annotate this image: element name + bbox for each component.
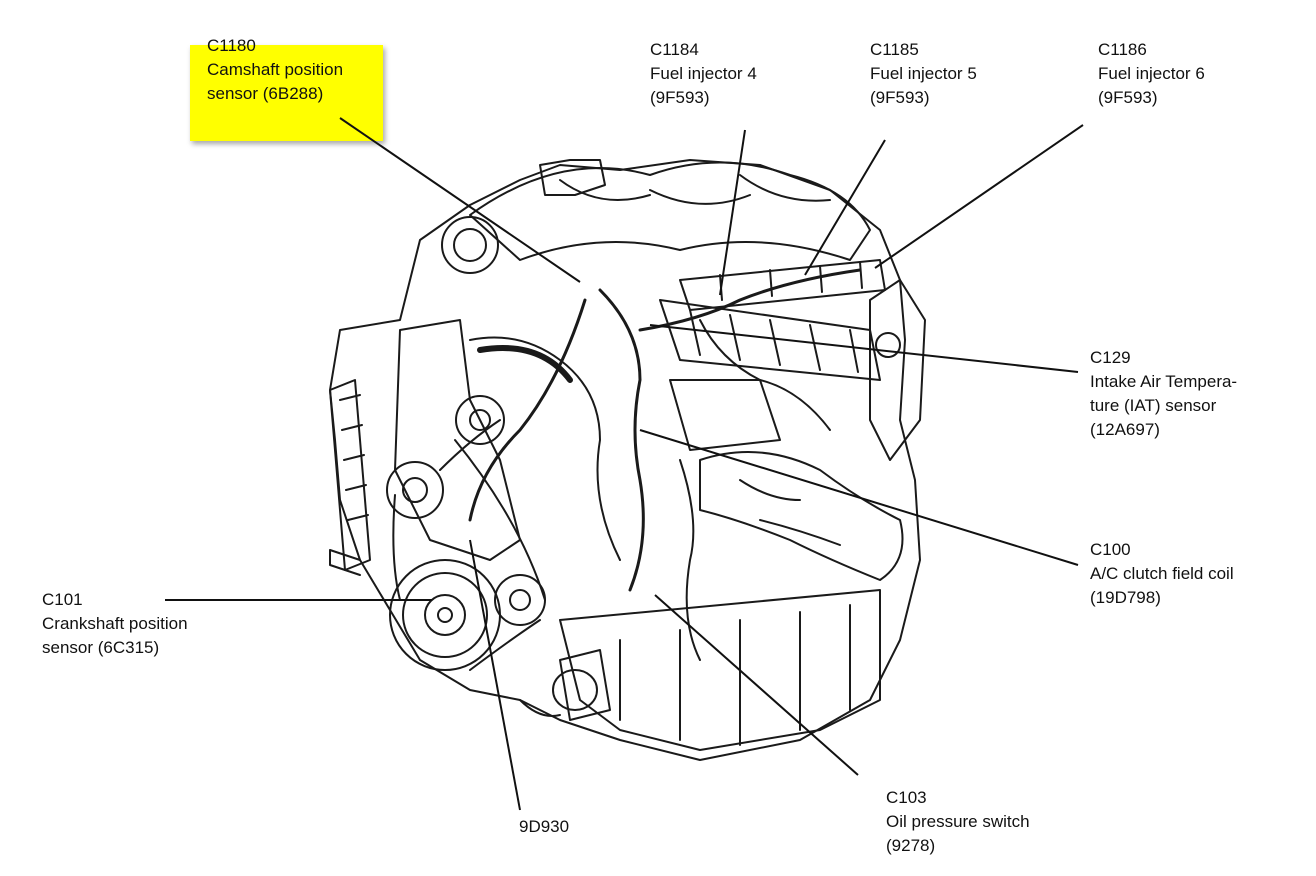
callout-code: C1186 (1098, 40, 1147, 59)
callout-code: C100 (1090, 540, 1131, 559)
callout-c103: C103 Oil pressure switch (9278) (886, 786, 1030, 858)
callout-text: Fuel injector 4 (650, 64, 757, 83)
callout-c129: C129 Intake Air Tempera- ture (IAT) sens… (1090, 346, 1237, 442)
callout-text: Intake Air Tempera- (1090, 372, 1238, 391)
callout-c100: C100 A/C clutch field coil (19D798) (1090, 538, 1234, 610)
callout-c1184: C1184 Fuel injector 4 (9F593) (650, 38, 757, 110)
callout-c101: C101 Crankshaft position sensor (6C315) (42, 588, 188, 660)
callout-text: (9F593) (870, 88, 930, 107)
callout-text: Fuel injector 6 (1098, 64, 1205, 83)
callout-text: Crankshaft position (42, 614, 188, 633)
callout-text: ture (IAT) sensor (1090, 396, 1217, 415)
callout-code: C1184 (650, 40, 699, 59)
callout-code: C101 (42, 590, 83, 609)
leader-c1186 (874, 124, 1084, 269)
callout-c1185: C1185 Fuel injector 5 (9F593) (870, 38, 977, 110)
leader-c1184 (719, 129, 746, 296)
callout-code: C1185 (870, 40, 919, 59)
callout-code: C103 (886, 788, 927, 807)
callout-text: (19D798) (1090, 588, 1161, 607)
callout-text: sensor (6B288) (207, 84, 324, 103)
callout-text: (9278) (886, 836, 936, 855)
callout-text: (9F593) (650, 88, 710, 107)
callout-text: A/C clutch field coil (1090, 564, 1234, 583)
callout-text: Fuel injector 5 (870, 64, 977, 83)
leader-lines (165, 117, 1084, 811)
leader-c1185 (804, 139, 886, 276)
callout-text: sensor (6C315) (42, 638, 160, 657)
callout-c1180: C1180 Camshaft position sensor (6B288) (207, 34, 343, 106)
callout-text: Oil pressure switch (886, 812, 1030, 831)
callout-code: C129 (1090, 348, 1131, 367)
leader-c129 (649, 324, 1079, 373)
leader-c103 (654, 594, 859, 776)
callout-c1186: C1186 Fuel injector 6 (9F593) (1098, 38, 1205, 110)
callout-code: C1180 (207, 36, 256, 55)
callout-text: (9F593) (1098, 88, 1158, 107)
callout-9d930: 9D930 (519, 815, 569, 839)
leader-c1180 (339, 117, 581, 283)
leader-9d930 (469, 539, 521, 811)
callout-text: Camshaft position (207, 60, 344, 79)
callout-text: (12A697) (1090, 420, 1160, 439)
callout-code: 9D930 (519, 817, 570, 836)
leader-c100 (639, 429, 1079, 566)
